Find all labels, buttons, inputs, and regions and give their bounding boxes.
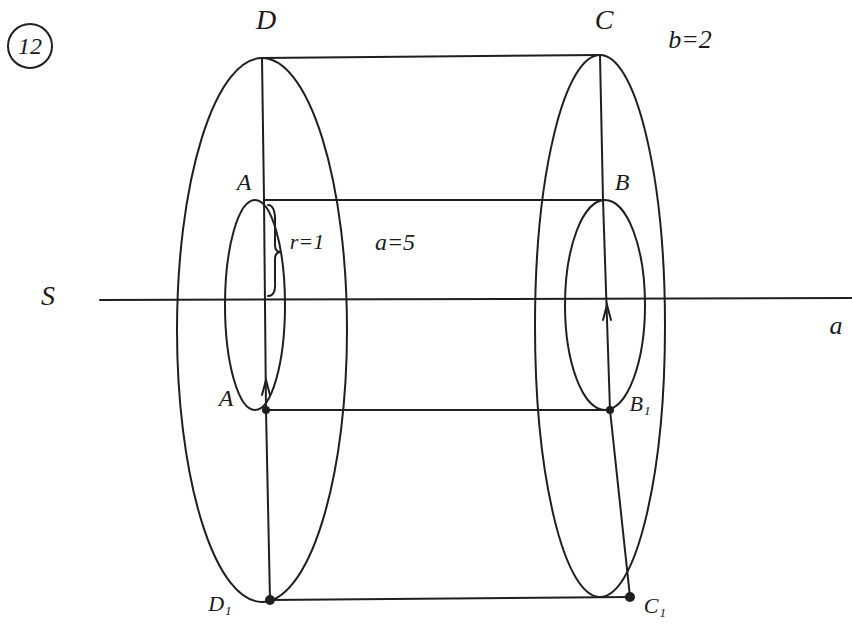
edge-cb <box>600 55 603 200</box>
point-label: C <box>595 6 614 34</box>
arrow-tick <box>603 305 611 320</box>
point-dot <box>262 406 270 414</box>
radius-brace <box>268 205 281 296</box>
edge-a1b1 <box>266 409 610 411</box>
number-circle <box>8 24 52 68</box>
problem-number: 12 <box>18 34 42 58</box>
point-dot <box>625 592 635 602</box>
arrow-tick <box>262 380 270 395</box>
edge-ab <box>264 199 603 201</box>
outer-circle-left <box>177 58 347 602</box>
point-dot <box>265 595 275 605</box>
inner-circle-left <box>225 200 285 410</box>
dimension-label: r=1 <box>290 231 324 253</box>
point-label: A <box>219 386 234 410</box>
point-label: C₁ <box>644 595 666 617</box>
point-dot <box>606 406 614 414</box>
edge-d1c1 <box>270 597 630 600</box>
edge-b1c1 <box>610 410 630 597</box>
inner-circle-right <box>565 200 645 410</box>
point-label: D <box>256 6 276 34</box>
outer-circle-right <box>535 55 665 597</box>
point-label: B <box>615 170 630 194</box>
point-label: D₁ <box>208 593 232 615</box>
axis-label: S <box>41 282 55 310</box>
axis-line <box>100 298 852 300</box>
dimension-label: b=2 <box>668 27 712 53</box>
point-label: A <box>237 170 252 194</box>
edge-bb1 <box>603 200 610 410</box>
dimension-label: a=5 <box>375 230 415 254</box>
point-label: B₁ <box>629 393 650 415</box>
edge-dc <box>262 55 600 58</box>
edge-a1d1 <box>266 410 270 600</box>
edge-da <box>262 58 264 200</box>
axis-label: a <box>830 313 843 339</box>
